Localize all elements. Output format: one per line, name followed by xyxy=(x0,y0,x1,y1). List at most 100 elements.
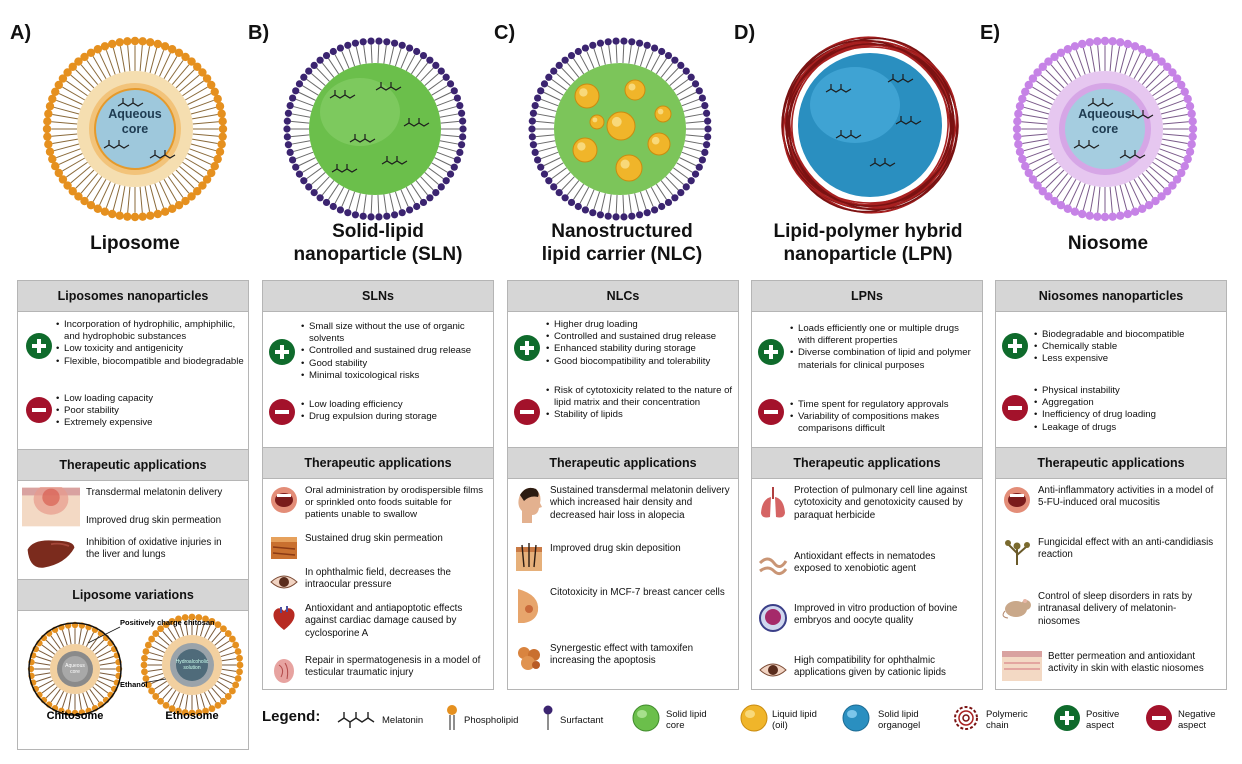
head-icon xyxy=(518,487,542,523)
oocyte-icon xyxy=(759,604,787,632)
eye-icon xyxy=(270,575,298,589)
skin-icon xyxy=(1002,651,1042,681)
negative-icon xyxy=(514,399,540,425)
app-item: Improved drug skin permeation xyxy=(86,515,222,526)
apps-header: Therapeutic applications xyxy=(18,449,248,481)
app-item: Improved in vitro production of bovine e… xyxy=(794,603,958,627)
liposome-illustration: Aqueous core xyxy=(42,36,228,222)
lungs-icon xyxy=(761,487,785,518)
app-item: High compatibility for ophthalmic applic… xyxy=(794,655,946,679)
sln-illustration xyxy=(283,37,467,221)
legend-liquid-lipid: Liquid lipid (oil) xyxy=(772,709,817,731)
legend-surfactant: Surfactant xyxy=(560,715,604,726)
panel-lpn: LPNs Loads efficiently one or multiple d… xyxy=(751,280,983,690)
mouth-icon xyxy=(1004,487,1030,513)
panel-header: Niosomes nanoparticles xyxy=(996,281,1226,312)
app-item: Repair in spermatogenesis in a model of … xyxy=(305,655,481,679)
skin-icon xyxy=(22,487,80,527)
breast-icon xyxy=(518,589,539,623)
legend-melatonin: Melatonin xyxy=(382,715,424,726)
svg-text:core: core xyxy=(1092,122,1118,136)
legend-phospholipid: Phospholipid xyxy=(464,715,519,726)
legend-title: Legend: xyxy=(262,708,321,725)
ethosome-core-label: Hydroalcoholic xyxy=(176,659,209,665)
pros-list: Small size without the use of organic so… xyxy=(301,321,489,382)
melatonin-icon xyxy=(337,712,375,728)
label-e: E) xyxy=(980,22,1000,44)
nlc-illustration xyxy=(528,37,712,221)
ethosome-label: Ethosome xyxy=(165,710,218,722)
positive-icon xyxy=(269,339,295,365)
negative-icon xyxy=(1002,395,1028,421)
nematode-icon xyxy=(758,557,788,576)
svg-text:core: core xyxy=(122,122,148,136)
panel-liposome: Liposomes nanoparticles Incorporation of… xyxy=(17,280,249,750)
panel-header: Liposomes nanoparticles xyxy=(18,281,248,312)
pros-list: Incorporation of hydrophilic, amphiphili… xyxy=(56,319,246,368)
heart-icon xyxy=(273,606,295,630)
hair-follicle-icon xyxy=(516,543,542,571)
app-item: Antioxidant effects in nematodes exposed… xyxy=(794,551,936,575)
pros-list: Higher drug loadingControlled and sustai… xyxy=(546,319,734,368)
solid-lipid-core-icon xyxy=(632,704,660,732)
positive-icon xyxy=(514,335,540,361)
variations-header: Liposome variations xyxy=(18,579,248,611)
svg-text:core: core xyxy=(70,669,80,675)
cons-list: Risk of cytotoxicity related to the natu… xyxy=(546,385,734,422)
app-item: Inhibition of oxidative injuries in the … xyxy=(86,537,222,561)
app-item: Control of sleep disorders in rats by in… xyxy=(1038,591,1193,627)
negative-icon xyxy=(26,397,52,423)
panel-sln: SLNs Small size without the use of organ… xyxy=(262,280,494,690)
organogel-icon xyxy=(842,704,870,732)
app-item: Fungicidal effect with an anti-candidias… xyxy=(1038,537,1214,561)
niosome-illustration: Aqueous core xyxy=(1012,36,1198,222)
legend-negative: Negative aspect xyxy=(1178,709,1216,731)
title-liposome: Liposome xyxy=(90,233,180,254)
legend-solid-lipid-core: Solid lipid core xyxy=(666,709,707,731)
title-niosome: Niosome xyxy=(1067,233,1149,254)
apps-header: Therapeutic applications xyxy=(508,447,738,479)
surfactant-icon xyxy=(543,705,553,730)
positive-icon xyxy=(1002,333,1028,359)
liquid-lipid-icon xyxy=(740,704,768,732)
app-item: Synergestic effect with tamoxifen increa… xyxy=(550,643,694,667)
phospholipid-icon xyxy=(447,705,457,730)
panel-header: SLNs xyxy=(263,281,493,312)
negative-icon xyxy=(758,399,784,425)
app-item: Sustained drug skin permeation xyxy=(305,533,443,544)
svg-text:solution: solution xyxy=(183,665,200,671)
polymeric-chain-icon xyxy=(954,706,978,730)
fungus-icon xyxy=(1005,540,1030,565)
mouth-icon xyxy=(271,487,297,513)
cons-list: Low loading efficiencyDrug expulsion dur… xyxy=(301,399,489,424)
negative-icon xyxy=(269,399,295,425)
label-d: D) xyxy=(734,22,756,44)
cons-list: Low loading capacityPoor stabilityExtrem… xyxy=(56,393,246,430)
lpn-illustration xyxy=(781,36,959,214)
app-item: Sustained transdermal melatonin delivery… xyxy=(550,485,730,521)
positive-icon xyxy=(26,333,52,359)
app-item: In ophthalmic field, decreases the intra… xyxy=(305,567,451,591)
liposome-variations-illustration: Aqueous core Hydroalcoholic solution Pos… xyxy=(27,613,244,722)
app-item: Oral administration by orodispersible fi… xyxy=(305,485,484,521)
app-item: Improved drug skin deposition xyxy=(550,543,681,554)
legend-positive-icon xyxy=(1054,705,1080,731)
apps-header: Therapeutic applications xyxy=(263,447,493,479)
label-b: B) xyxy=(248,22,270,44)
cons-list: Physical instabilityAggregationInefficie… xyxy=(1034,385,1222,434)
apps-header: Therapeutic applications xyxy=(996,447,1226,479)
skin-icon xyxy=(271,537,297,559)
label-a: A) xyxy=(10,22,32,44)
apps-header: Therapeutic applications xyxy=(752,447,982,479)
label-c: C) xyxy=(494,22,516,44)
chitosome-core-label: Aqueous xyxy=(65,663,85,669)
liposome-core-label: Aqueous xyxy=(108,107,162,121)
app-item: Antioxidant and antiapoptotic effects ag… xyxy=(305,603,463,639)
ethanol-label: Ethanol xyxy=(120,680,148,689)
legend-polymeric-chain: Polymeric chain xyxy=(986,709,1028,731)
niosome-core-label: Aqueous xyxy=(1078,107,1132,121)
app-item: Anti-inflammatory activities in a model … xyxy=(1038,485,1214,509)
testis-icon xyxy=(274,659,294,683)
legend-positive: Positive aspect xyxy=(1086,709,1120,731)
chitosan-label: Positively charge chitosan xyxy=(120,618,215,627)
